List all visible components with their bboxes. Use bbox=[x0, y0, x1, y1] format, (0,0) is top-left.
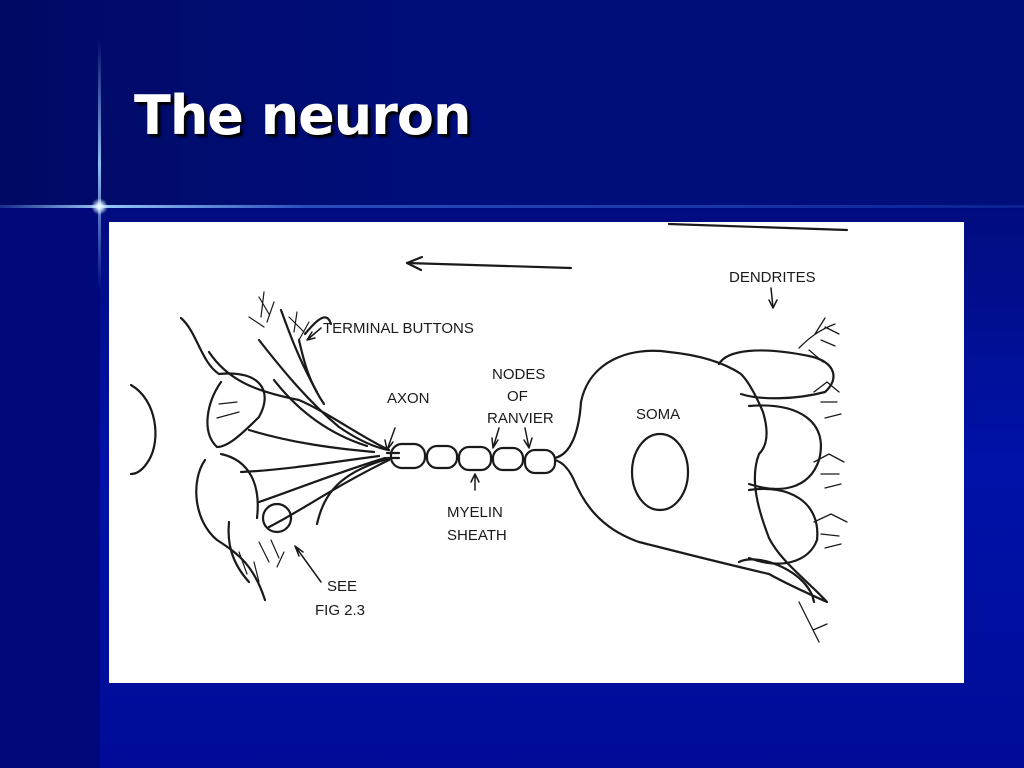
dendrite-cells bbox=[717, 349, 835, 604]
slide-title: The neuron bbox=[134, 84, 471, 147]
see-fig-label-line2: FIG 2.3 bbox=[315, 602, 365, 619]
nodes-of-ranvier-label-line2: OF bbox=[507, 388, 528, 405]
soma-label: SOMA bbox=[636, 406, 680, 423]
terminal-twigs bbox=[216, 291, 310, 583]
sparkle-decoration bbox=[91, 198, 108, 215]
dendrite-branches bbox=[798, 317, 848, 643]
top-edge-line bbox=[667, 222, 849, 232]
horizontal-accent-line bbox=[0, 205, 1024, 208]
myelin-sheath-label-line2: SHEATH bbox=[447, 527, 507, 544]
left-band bbox=[0, 207, 100, 768]
see-fig-label-line1: SEE bbox=[327, 578, 357, 595]
axon-label: AXON bbox=[387, 390, 430, 407]
soma-outline bbox=[553, 349, 829, 604]
neuron-drawing: TERMINAL BUTTONS AXON NODES OF RANVIER S… bbox=[129, 222, 849, 643]
title-band bbox=[0, 0, 1024, 207]
nucleus-outline bbox=[630, 432, 690, 512]
dendrites-label: DENDRITES bbox=[729, 269, 816, 286]
axon-shaft bbox=[385, 451, 401, 460]
direction-arrow bbox=[405, 255, 573, 272]
nodes-of-ranvier-label-line1: NODES bbox=[492, 366, 545, 383]
neuron-diagram: TERMINAL BUTTONS AXON NODES OF RANVIER S… bbox=[109, 222, 964, 683]
label-arrows bbox=[294, 287, 778, 583]
terminal-buttons-label: TERMINAL BUTTONS bbox=[323, 320, 474, 337]
left-partial-cell bbox=[129, 383, 157, 476]
myelin-sheath-segments bbox=[389, 442, 557, 475]
myelin-sheath-label-line1: MYELIN bbox=[447, 504, 503, 521]
nodes-of-ranvier-label-line3: RANVIER bbox=[487, 410, 554, 427]
vertical-accent-line bbox=[98, 40, 101, 290]
terminal-cells bbox=[179, 308, 393, 602]
